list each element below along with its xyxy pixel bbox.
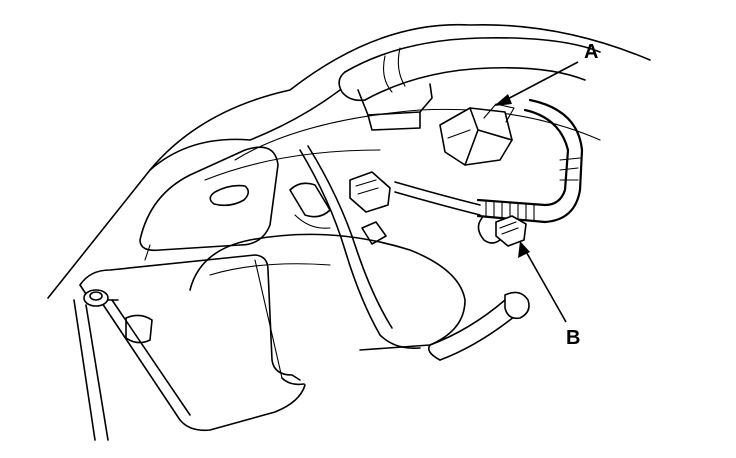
wiring-harness: [394, 98, 584, 224]
callout-a-label: A: [584, 41, 598, 63]
support-strut: [73, 254, 306, 441]
hose-clamp: [357, 83, 433, 131]
bolt: [83, 289, 153, 344]
middle-connector: [349, 171, 391, 245]
upper-hose: [338, 36, 601, 102]
housing-outline: [47, 23, 651, 299]
connector-b: [477, 215, 527, 247]
central-body: [189, 182, 466, 351]
lower-tube-end: [427, 291, 530, 361]
callout-b-leader: [518, 241, 567, 323]
corrugated-sleeve: [485, 199, 535, 222]
callout-b-label: B: [566, 327, 580, 349]
mounting-bracket: [139, 146, 279, 261]
callout-a-leader: [494, 61, 579, 106]
guide-tube: [299, 145, 421, 350]
connector-a: [439, 103, 515, 166]
